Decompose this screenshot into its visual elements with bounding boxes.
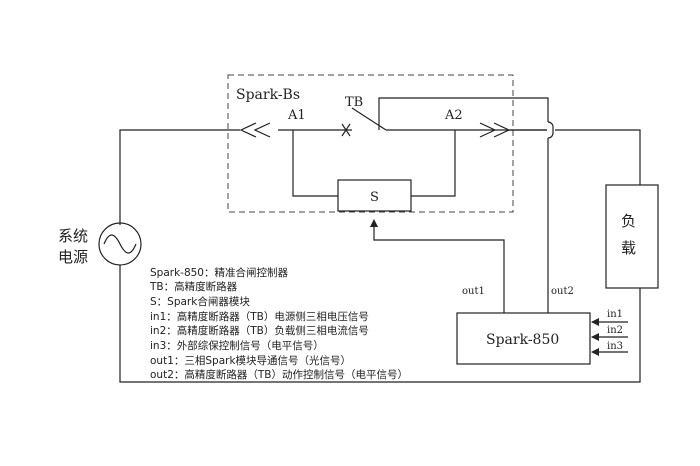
spark-bs-boundary xyxy=(227,74,514,213)
legend-line: S：Spark合闸器模块 xyxy=(150,295,250,308)
legend-line: in3：外部综保控制信号（电平信号） xyxy=(150,339,324,352)
a1-label: A1 xyxy=(287,108,306,123)
out1-label: out1 xyxy=(462,286,485,297)
load-label-line2: 载 xyxy=(621,239,636,257)
main-line-to-load xyxy=(555,129,641,185)
tb-contact-cross xyxy=(341,123,351,137)
tb-switch-blade xyxy=(351,107,387,131)
source-label-line2: 电源 xyxy=(58,248,88,266)
legend: Spark-850：精准合闸控制器 TB：高精度断路器 S：Spark合闸器模块… xyxy=(149,266,408,381)
return-line xyxy=(119,265,641,383)
load-box xyxy=(605,184,659,289)
s-module-box xyxy=(337,179,412,212)
legend-line: in1：高精度断路器（TB）电源侧三相电压信号 xyxy=(150,310,369,323)
load-label-line1: 负 xyxy=(621,212,636,230)
a2-label: A2 xyxy=(444,108,463,123)
input-in1: in1 xyxy=(591,309,628,326)
legend-line: TB：高精度断路器 xyxy=(149,280,238,293)
bypass-left xyxy=(292,130,338,197)
tb-label: TB xyxy=(345,95,363,110)
svg-text:in3: in3 xyxy=(607,341,623,352)
tb-control-line xyxy=(378,97,549,130)
s-module-label: S xyxy=(370,190,379,205)
legend-line: out2：高精度断路器（TB）动作控制信号（电平信号） xyxy=(150,368,408,381)
input-in2: in2 xyxy=(591,325,628,341)
out2-label: out2 xyxy=(551,286,574,297)
bypass-right xyxy=(411,130,456,197)
legend-line: Spark-850：精准合闸控制器 xyxy=(150,266,288,279)
spark-bs-label: Spark-Bs xyxy=(236,87,300,103)
out1-line xyxy=(370,219,505,313)
main-line-left xyxy=(119,129,240,225)
spark-850-box xyxy=(456,312,591,365)
input-in3: in3 xyxy=(591,341,628,356)
svg-text:in1: in1 xyxy=(607,309,623,320)
svg-text:in2: in2 xyxy=(607,325,623,336)
ac-sine-icon xyxy=(103,234,137,254)
spark-850-label: Spark-850 xyxy=(486,332,559,348)
legend-line: in2：高精度断路器（TB）负载侧三相电流信号 xyxy=(150,324,369,337)
line-hop xyxy=(547,121,554,139)
legend-line: out1：三相Spark模块导通信号（光信号） xyxy=(150,354,351,367)
source-label-line1: 系统 xyxy=(58,227,88,245)
a1-connector xyxy=(239,122,271,138)
